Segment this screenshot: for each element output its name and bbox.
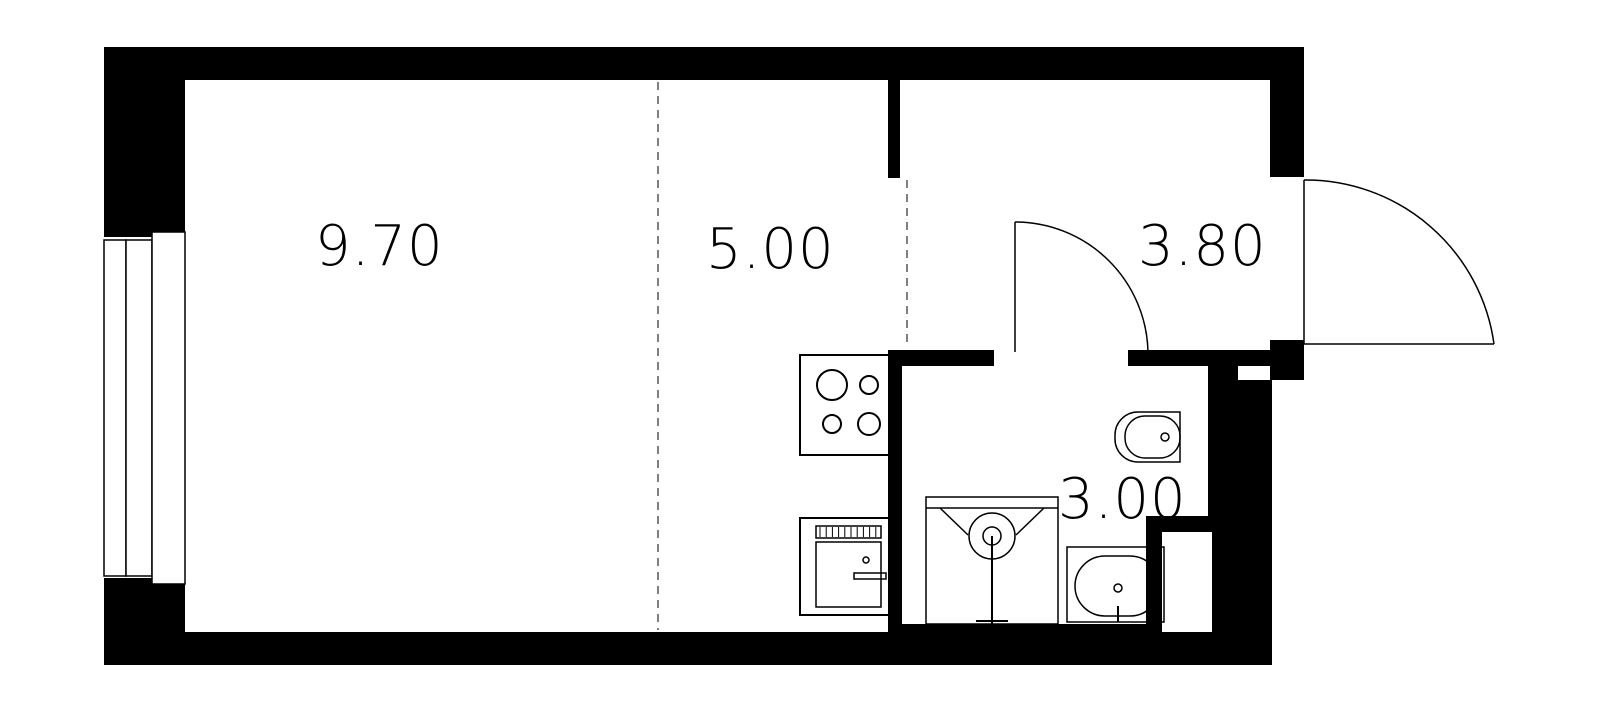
shower-icon <box>925 496 1059 625</box>
outer-walls <box>104 47 1304 665</box>
zone-dividers <box>657 82 908 630</box>
toilet-icon <box>1114 411 1181 463</box>
interior-walls <box>888 80 1272 632</box>
hallway-area: 3.80 <box>1138 214 1267 279</box>
kitchen-zone-area: 5.00 <box>706 217 835 282</box>
stove-icon <box>799 354 897 456</box>
door-swing-icon <box>1014 179 1495 353</box>
sink-icon <box>799 517 897 616</box>
living-room-area: 9.70 <box>315 214 444 279</box>
bathroom-area: 3.00 <box>1058 467 1187 532</box>
window <box>103 231 186 585</box>
washbasin-icon <box>1066 546 1165 623</box>
